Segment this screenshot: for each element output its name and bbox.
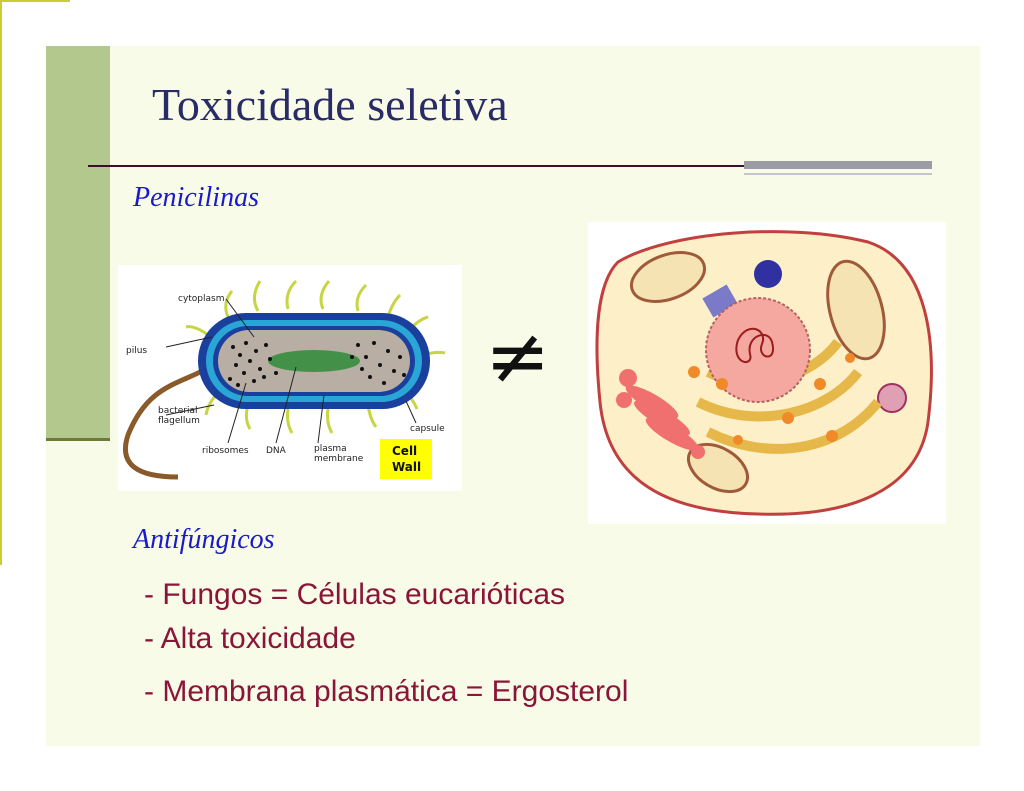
cell-wall-box (380, 439, 432, 479)
mitochondria (630, 251, 886, 494)
bullet-toxicity: - Alta toxicidade (144, 622, 356, 655)
label-cell-wall-1: Cell (392, 444, 417, 458)
centriole (702, 284, 738, 318)
bullet-ergosterol: - Membrana plasmática = Ergosterol (144, 675, 629, 708)
sidebar-accent-line (46, 438, 110, 441)
antifungal-heading: Antifúngicos (133, 524, 275, 555)
title-divider-accent (744, 161, 932, 169)
label-flagellum-1: bacterial (158, 406, 197, 416)
vesicles (688, 353, 855, 445)
corner-accent-top (0, 0, 70, 2)
not-equal-symbol: ≠ (485, 312, 551, 402)
label-flagellum-2: flagellum (158, 416, 200, 426)
label-membrane-2: membrane (314, 454, 364, 464)
label-membrane-1: plasma (314, 444, 347, 454)
label-dna: DNA (266, 446, 287, 456)
label-capsule: capsule (410, 424, 445, 434)
title-divider-accent-thin (744, 173, 932, 175)
title-divider (88, 165, 748, 167)
sidebar-accent (46, 46, 110, 440)
label-ribosomes: ribosomes (202, 446, 249, 456)
lysosome (754, 260, 782, 288)
bullet-fungi: - Fungos = Células eucarióticas (144, 578, 566, 611)
eukaryotic-cell-diagram (588, 222, 946, 524)
label-cell-wall-2: Wall (392, 460, 421, 474)
corner-accent-left (0, 0, 2, 565)
nucleus (705, 297, 811, 403)
penicillin-heading: Penicilinas (133, 182, 259, 213)
golgi-apparatus (616, 369, 705, 459)
slide-title: Toxicidade seletiva (152, 79, 508, 130)
flagellum (123, 364, 212, 480)
chromatin (735, 327, 775, 363)
label-cytoplasm: cytoplasm (178, 294, 225, 304)
bacterium-diagram: cytoplasm pilus bacterial flagellum ribo… (118, 265, 462, 491)
ribosomes (228, 341, 406, 387)
dna (268, 350, 360, 372)
vacuole (877, 383, 907, 413)
label-pilus: pilus (126, 346, 147, 356)
